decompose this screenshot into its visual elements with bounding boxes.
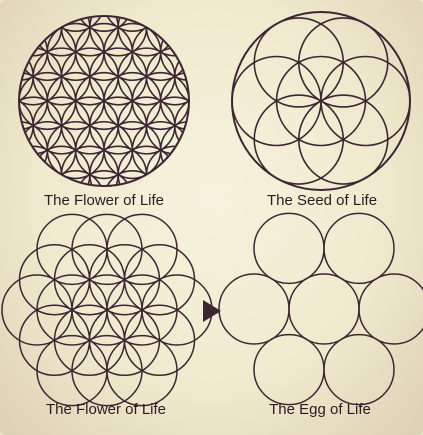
- egg-of-life-diagram: [218, 212, 423, 406]
- lattice-circle: [19, 71, 20, 131]
- egg-circle: [253, 333, 325, 406]
- lattice-circle: [19, 16, 77, 32]
- play-triangle-icon: [203, 300, 221, 322]
- lattice-circle: [74, 16, 134, 32]
- lattice-circle: [159, 22, 189, 82]
- lattice-circle: [46, 16, 105, 32]
- lattice-circle: [19, 145, 34, 186]
- egg-circle: [253, 212, 325, 285]
- lattice-circle: [19, 120, 20, 180]
- lattice-circle: [19, 16, 34, 57]
- flower-of-life-circles-caption: The Flower of Life: [45, 401, 167, 418]
- lattice-circle: [19, 71, 49, 131]
- seed-of-life-caption: The Seed of Life: [266, 192, 378, 209]
- lattice-circle: [145, 16, 189, 57]
- lattice-circle: [19, 170, 49, 186]
- egg-of-life-caption: The Egg of Life: [269, 401, 371, 418]
- lattice-circle: [174, 96, 189, 155]
- lattice-circle: [74, 170, 134, 186]
- lattice-circle: [217, 73, 274, 130]
- egg-circle-center: [288, 273, 360, 345]
- egg-circle: [218, 273, 290, 345]
- lattice-circle: [159, 170, 189, 186]
- lattice-circle: [0, 48, 5, 105]
- lattice-circle: [174, 47, 189, 106]
- flower-of-life-circles-diagram: [1, 213, 213, 407]
- lattice-circle: [5, 0, 62, 7]
- lattice-circle: [46, 170, 105, 186]
- lattice-circle: [90, 0, 147, 7]
- lattice-circle: [174, 16, 189, 57]
- lattice-circle: [19, 47, 34, 106]
- lattice-circle: [19, 96, 34, 155]
- lattice-circle: [0, 97, 5, 154]
- bounding-circle: [18, 15, 190, 187]
- seed-circle: [320, 55, 411, 147]
- lattice-circle: [118, 0, 175, 7]
- lattice-circle: [131, 16, 189, 32]
- lattice-circle: [159, 16, 189, 32]
- lattice-circle: [159, 120, 189, 180]
- egg-circle: [323, 212, 395, 285]
- lattice-circle: [103, 16, 162, 32]
- lattice-circle: [147, 0, 204, 7]
- egg-circle: [323, 333, 395, 406]
- lattice-circle: [33, 0, 90, 7]
- lattice-circle: [19, 16, 63, 57]
- lattice-circle: [62, 0, 119, 7]
- lattice-circle: [103, 170, 162, 186]
- egg-circle: [358, 273, 423, 345]
- seed-of-life-diagram: [231, 11, 411, 191]
- lattice-circle: [19, 16, 49, 32]
- flower-of-life-caption: The Flower of Life: [43, 192, 165, 209]
- lattice-circle: [19, 22, 20, 82]
- lattice-circle: [174, 145, 189, 186]
